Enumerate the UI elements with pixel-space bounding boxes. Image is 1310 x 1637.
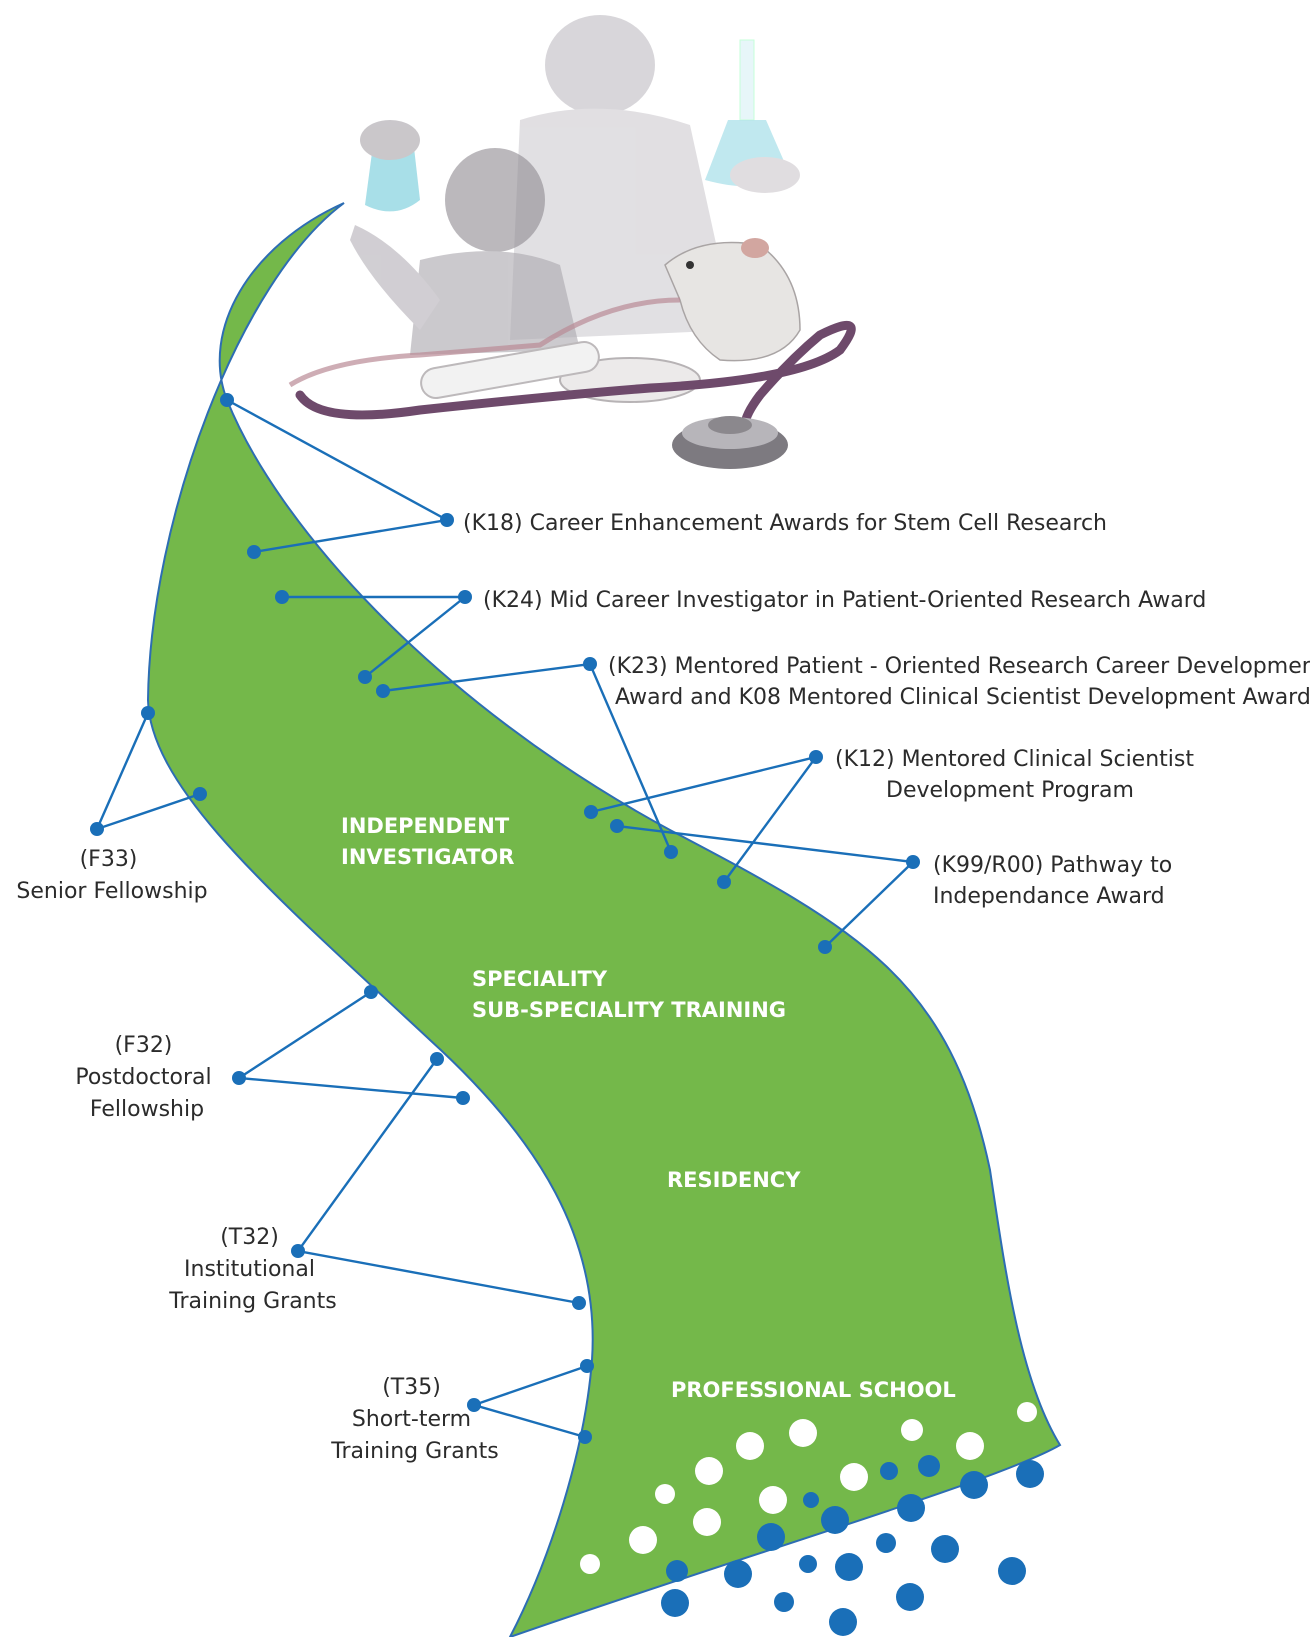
connector-t35 [470,1364,588,1439]
node [90,822,104,836]
bubble-decoration [580,1402,1044,1636]
node [247,545,261,559]
node [664,845,678,859]
grant-label-k99: (K99/R00) Pathway to Independance Award [933,853,1179,909]
node [818,940,832,954]
stage-label-independent-investigator: INDEPENDENT INVESTIGATOR [341,814,516,869]
grant-label-t32: (T32) Institutional Training Grants [168,1225,336,1314]
grant-label-f32: (F32) Postdoctoral Fellowship [75,1033,218,1122]
connector-nodes [90,393,920,1444]
grant-label-f33: (F33) Senior Fellowship [16,847,207,904]
node [440,513,454,527]
grant-label-k12: (K12) Mentored Clinical Scientist Develo… [835,747,1201,803]
node [578,1430,592,1444]
stethoscope-icon [288,297,856,469]
grant-label-t35: (T35) Short-term Training Grants [330,1375,498,1464]
node [610,819,624,833]
node [275,590,289,604]
grant-label-k18: (K18) Career Enhancement Awards for Stem… [463,511,1107,536]
node [141,706,155,720]
stage-label-speciality: SPECIALITY SUB-SPECIALITY TRAINING [472,967,786,1022]
node [809,750,823,764]
stage-label-residency: RESIDENCY [667,1168,801,1192]
node [906,855,920,869]
node [456,1091,470,1105]
node [467,1398,481,1412]
career-ribbon [146,202,1062,1637]
test-tube-icon [420,340,600,400]
research-illustration [288,15,856,469]
node [583,657,597,671]
stage-label-professional-school: PROFESSIONAL SCHOOL [671,1378,956,1402]
grant-label-k24: (K24) Mid Career Investigator in Patient… [483,588,1206,613]
grant-label-k23: (K23) Mentored Patient - Oriented Resear… [608,654,1310,710]
node [291,1244,305,1258]
node [430,1052,444,1066]
scientist-with-flask-icon [350,120,580,355]
lab-rat-icon [664,238,801,362]
node [220,393,234,407]
node [580,1359,594,1373]
node [193,787,207,801]
node [364,985,378,999]
node [376,684,390,698]
node [584,805,598,819]
node [572,1296,586,1310]
node [232,1071,246,1085]
node [717,875,731,889]
node [358,670,372,684]
node [458,590,472,604]
